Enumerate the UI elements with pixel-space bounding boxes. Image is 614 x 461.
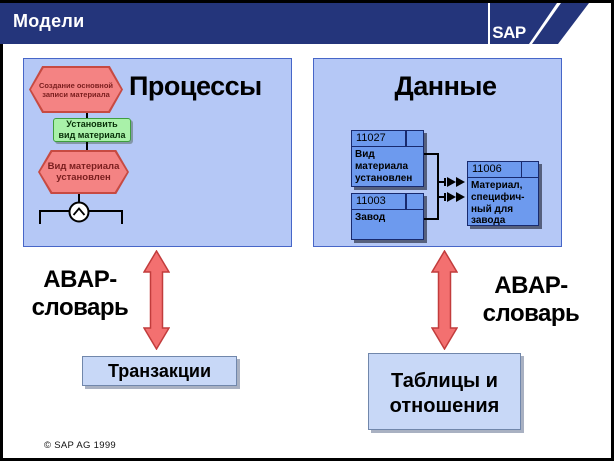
header-separator-line — [488, 3, 490, 44]
data-panel-title: Данные — [394, 71, 497, 101]
entity-relation-line — [437, 196, 446, 198]
page-title: Модели — [13, 11, 85, 31]
event-hexagon-start: Создание основной записи материала — [29, 66, 123, 113]
entity-header: 11027 — [352, 131, 423, 147]
entity-header-divider — [520, 162, 522, 177]
data-panel: Данные 11027 Вид материала установлен 11… — [313, 58, 562, 247]
entity-box-11027: 11027 Вид материала установлен — [351, 130, 424, 187]
entity-id: 11003 — [356, 195, 386, 207]
footer-copyright: © SAP AG 1999 — [44, 440, 116, 451]
function-box: Установить вид материала — [53, 118, 131, 142]
process-panel-title: Процессы — [129, 71, 262, 101]
header-bar — [0, 3, 557, 44]
entity-header: 11006 — [468, 162, 538, 178]
event-hexagon-end-fill — [40, 152, 127, 192]
relation-tick — [444, 193, 446, 201]
entity-box-11006: 11006 Материал, специфич- ный для завода — [467, 161, 539, 226]
entity-relation-line — [437, 153, 439, 220]
branch-tick-right — [121, 210, 123, 224]
event-hexagon-start-fill — [31, 68, 121, 111]
entity-header: 11003 — [352, 194, 423, 210]
entity-box-11003: 11003 Завод — [351, 193, 424, 240]
entity-header-divider — [405, 194, 407, 209]
double-arrow-icon-left — [142, 249, 171, 351]
event-hexagon-end: Вид материала установлен — [38, 150, 129, 194]
entity-relation-line — [424, 153, 438, 155]
process-panel: Процессы Создание основной записи матери… — [23, 58, 292, 247]
relation-tick — [444, 178, 446, 186]
abap-dictionary-label-left: ABAP- словарь — [31, 266, 129, 321]
connector-line — [86, 142, 88, 150]
sap-logo: SAP — [492, 23, 526, 42]
transactions-box: Транзакции — [82, 356, 237, 386]
event-end-label: Вид материала установлен — [47, 160, 120, 183]
connector-line — [78, 194, 80, 202]
entity-relation-line — [424, 218, 438, 220]
relation-arrow-icon — [447, 177, 456, 187]
connector-line — [86, 113, 88, 119]
entity-name: Вид материала установлен — [355, 149, 413, 184]
event-start-label: Создание основной записи материала — [38, 80, 114, 99]
relation-arrow-icon — [456, 192, 465, 202]
double-arrow-icon-right — [430, 249, 459, 351]
branch-tick-left — [39, 210, 41, 224]
relation-arrow-icon — [447, 192, 456, 202]
tables-relations-box: Таблицы и отношения — [368, 353, 521, 430]
entity-name: Материал, специфич- ный для завода — [471, 180, 525, 227]
abap-dictionary-label-right: ABAP- словарь — [482, 272, 580, 327]
entity-header-divider — [405, 131, 407, 146]
entity-id: 11006 — [472, 163, 502, 175]
xor-connector-icon — [68, 201, 90, 223]
relation-arrow-icon — [456, 177, 465, 187]
entity-name: Завод — [355, 212, 386, 223]
entity-relation-line — [437, 181, 446, 183]
entity-id: 11027 — [356, 132, 386, 144]
